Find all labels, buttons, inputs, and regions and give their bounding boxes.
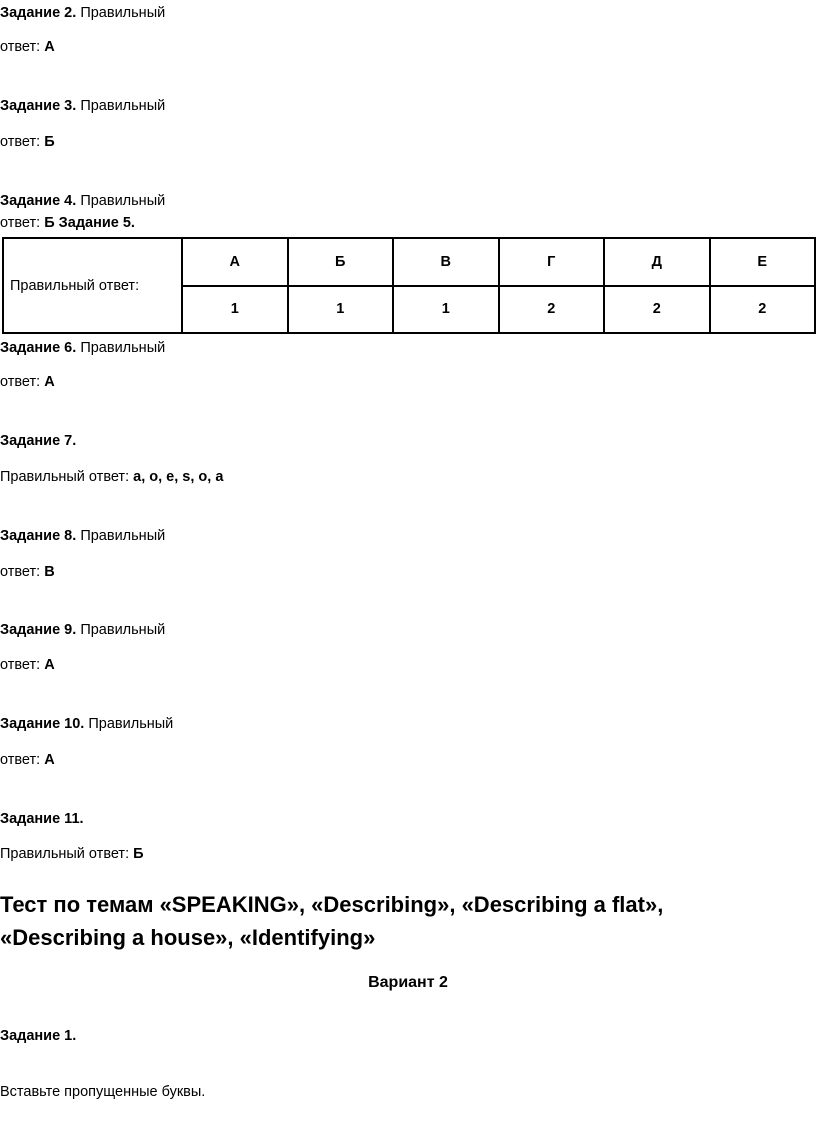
task-title: Задание 3. — [0, 98, 77, 114]
task-6-title-line: Задание 6. Правильный — [0, 339, 165, 357]
answer-label: ответ: — [0, 134, 41, 150]
answer-label: ответ: — [0, 215, 41, 231]
table-row: 1 1 1 2 2 2 — [3, 284, 816, 334]
task-7-answer-line: Правильный ответ: а, о, е, s, о, а — [0, 468, 223, 486]
task-title: Задание 2. — [0, 5, 77, 21]
answer-value: А — [44, 752, 55, 768]
task-7-title-line: Задание 7. — [0, 432, 76, 450]
answer-value: а, о, е, s, о, а — [133, 469, 224, 485]
task-6-answer-line: ответ: А — [0, 373, 55, 391]
answer-label: Правильный — [80, 193, 166, 209]
task-10-answer-line: ответ: А — [0, 751, 55, 769]
task-1-instruction: Вставьте пропущенные буквы. — [0, 1084, 206, 1100]
task-5-answer-table: Правильный ответ: А Б В Г Д Е 1 1 1 2 2 … — [2, 237, 816, 334]
answer-label: ответ: — [0, 564, 41, 580]
task-4-title-line: Задание 4. Правильный — [0, 192, 165, 210]
answer-label: ответ: — [0, 657, 41, 673]
task-11-title-line: Задание 11. — [0, 810, 84, 828]
test-heading: Тест по темам «SPEAKING», «Describing», … — [0, 888, 816, 954]
answer-label: Правильный — [80, 5, 166, 21]
variant-title: Вариант 2 — [368, 974, 448, 991]
answer-value: Б — [44, 215, 55, 231]
task-10-title-line: Задание 10. Правильный — [0, 715, 173, 733]
table-header-cell: Е — [708, 237, 816, 287]
answer-label: Правильный — [80, 340, 166, 356]
answer-value: А — [44, 39, 55, 55]
task-title: Задание 11. — [0, 811, 84, 827]
task-title: Задание 9. — [0, 622, 77, 638]
answer-value: Б — [133, 846, 144, 862]
answer-label: ответ: — [0, 39, 41, 55]
table-header-cell: Д — [603, 237, 711, 287]
answer-value: А — [44, 657, 55, 673]
task-1-title-line: Задание 1. — [0, 1027, 76, 1045]
answer-value: В — [44, 564, 55, 580]
task-title: Задание 6. — [0, 340, 77, 356]
answer-label: Правильный — [80, 528, 166, 544]
table-value-cell: 1 — [392, 284, 500, 334]
answer-value: А — [44, 374, 55, 390]
table-header-cell: Б — [286, 237, 394, 287]
answer-label: Правильный — [80, 622, 166, 638]
answer-value: Б — [44, 134, 55, 150]
task-title: Задание 7. — [0, 433, 77, 449]
task-9-answer-line: ответ: А — [0, 656, 55, 674]
answer-label: Правильный ответ: — [0, 846, 130, 862]
task-title: Задание 10. — [0, 716, 85, 732]
task-2-answer-line: ответ: А — [0, 38, 55, 56]
table-row: Правильный ответ: А Б В Г Д Е — [2, 237, 816, 334]
task-8-answer-line: ответ: В — [0, 563, 55, 581]
task-title: Задание 8. — [0, 528, 77, 544]
table-value-cell: 2 — [708, 284, 816, 334]
task-title: Задание 4. — [0, 193, 77, 209]
task-5-title: Задание 5. — [58, 215, 135, 231]
table-header-cell: Г — [497, 237, 605, 287]
task-2-title-line: Задание 2. Правильный — [0, 4, 165, 22]
table-value-cell: 2 — [603, 284, 711, 334]
heading-line-2: «Describing a house», «Identifying» — [0, 925, 376, 950]
table-header-cell: В — [392, 237, 500, 287]
table-value-cell: 1 — [286, 284, 394, 334]
task-9-title-line: Задание 9. Правильный — [0, 621, 165, 639]
answer-label: ответ: — [0, 752, 41, 768]
answer-label: ответ: — [0, 374, 41, 390]
task-11-answer-line: Правильный ответ: Б — [0, 845, 144, 863]
task-3-answer-line: ответ: Б — [0, 133, 55, 151]
answer-label: Правильный — [88, 716, 174, 732]
table-label: Правильный ответ: — [2, 237, 183, 334]
table-value-cell: 2 — [497, 284, 605, 334]
heading-line-1: Тест по темам «SPEAKING», «Describing», … — [0, 892, 664, 917]
answer-label: Правильный ответ: — [0, 469, 130, 485]
table-value-cell: 1 — [181, 284, 289, 334]
table-header-cell: А — [181, 237, 289, 287]
task-4-answer-line: ответ: Б Задание 5. — [0, 214, 135, 232]
task-3-title-line: Задание 3. Правильный — [0, 97, 165, 115]
task-title: Задание 1. — [0, 1028, 77, 1044]
task-8-title-line: Задание 8. Правильный — [0, 527, 165, 545]
answer-label: Правильный — [80, 98, 166, 114]
